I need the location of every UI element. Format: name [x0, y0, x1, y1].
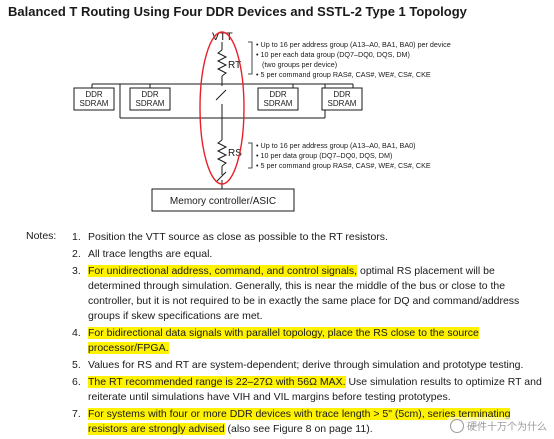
- topology-diagram: VTT RT DDR SDRAM DDR SDRAM DDR SDRAM DDR…: [73, 31, 451, 212]
- sdram-box-4: DDR SDRAM: [321, 87, 363, 111]
- svg-text:• Up to 16 per address group (: • Up to 16 per address group (A13–A0, BA…: [256, 40, 451, 49]
- svg-text:SDRAM: SDRAM: [136, 99, 165, 108]
- notes-label: Notes:: [26, 230, 57, 242]
- wechat-icon: [450, 418, 464, 433]
- rs-label: RS: [228, 148, 242, 159]
- watermark: 硬件十万个为什么: [447, 417, 550, 434]
- sdram-box-1: DDR SDRAM: [73, 87, 115, 111]
- svg-text:DDR: DDR: [141, 90, 159, 99]
- note-2: 2.All trace lengths are equal.: [72, 248, 213, 260]
- sdram-box-3: DDR SDRAM: [257, 87, 299, 111]
- svg-text:DDR: DDR: [333, 90, 351, 99]
- notes-list: 1.Position the VTT source as close as po…: [72, 230, 550, 439]
- top-bullet-list: • Up to 16 per address group (A13–A0, BA…: [256, 40, 451, 79]
- bottom-bracket: [248, 142, 253, 169]
- note-7: 7.For systems with four or more DDR devi…: [72, 408, 511, 435]
- note-3: 3.For unidirectional address, command, a…: [72, 265, 520, 322]
- svg-text:• 10 per each data group (DQ7–: • 10 per each data group (DQ7–DQ0, DQS, …: [256, 50, 410, 59]
- svg-text:SDRAM: SDRAM: [328, 99, 357, 108]
- svg-text:• 5 per command group RAS#, CA: • 5 per command group RAS#, CAS#, WE#, C…: [256, 161, 431, 170]
- bottom-bullet-list: • Up to 16 per address group (A13–A0, BA…: [256, 141, 431, 170]
- figure-title: Balanced T Routing Using Four DDR Device…: [8, 4, 467, 19]
- svg-text:• 10 per data group (DQ7–DQ0,: • 10 per data group (DQ7–DQ0, DQS, DM): [256, 151, 392, 160]
- rs-resistor: [216, 139, 228, 167]
- top-bracket: [248, 41, 253, 75]
- svg-text:DDR: DDR: [85, 90, 103, 99]
- rt-resistor: [216, 49, 228, 77]
- memory-controller-box: Memory controller/ASIC: [151, 188, 295, 212]
- note-1: 1.Position the VTT source as close as po…: [72, 231, 388, 243]
- svg-text:• 5 per command group RAS#, CA: • 5 per command group RAS#, CAS#, WE#, C…: [256, 70, 431, 79]
- svg-text:• Up to 16 per address group (: • Up to 16 per address group (A13–A0, BA…: [256, 141, 416, 150]
- svg-text:Memory controller/ASIC: Memory controller/ASIC: [170, 196, 276, 207]
- note-6: 6.The RT recommended range is 22–27Ω wit…: [72, 376, 542, 403]
- note-5: 5.Values for RS and RT are system-depend…: [72, 359, 524, 371]
- svg-text:SDRAM: SDRAM: [80, 99, 109, 108]
- svg-text:SDRAM: SDRAM: [264, 99, 293, 108]
- svg-text:(two groups per device): (two groups per device): [262, 60, 337, 69]
- highlight-ellipse: [199, 31, 245, 185]
- note-4: 4.For bidirectional data signals with pa…: [72, 327, 479, 354]
- rt-label: RT: [228, 60, 241, 71]
- sdram-box-2: DDR SDRAM: [129, 87, 171, 111]
- svg-text:DDR: DDR: [269, 90, 287, 99]
